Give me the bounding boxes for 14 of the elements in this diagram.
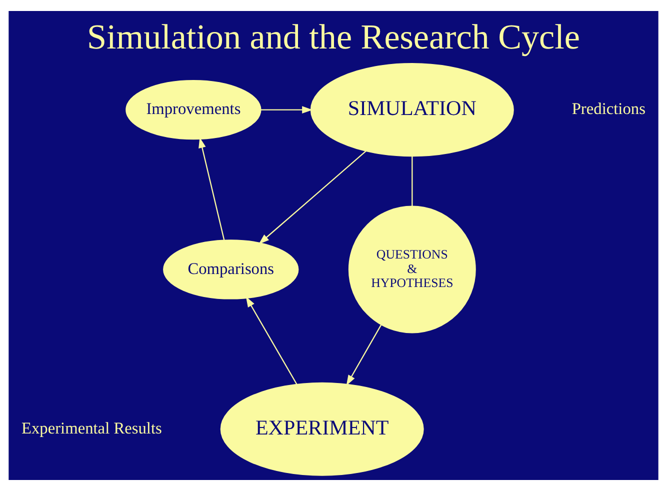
node-ellipse: Comparisons [163, 239, 299, 299]
node-ellipse: EXPERIMENT [220, 382, 424, 476]
arrow [198, 136, 225, 240]
label: Experimental Results [21, 418, 162, 437]
node-circle: QUESTIONS & HYPOTHESES [348, 205, 476, 333]
diagram-title: Simulation and the Research Cycle [87, 16, 580, 56]
arrow [346, 324, 382, 386]
node-ellipse: Improvements [126, 80, 262, 140]
label: Predictions [572, 98, 646, 118]
arrow [260, 106, 313, 114]
arrow [258, 150, 366, 244]
connector [412, 156, 413, 206]
node-ellipse: SIMULATION [310, 62, 514, 156]
arrow [246, 296, 298, 384]
